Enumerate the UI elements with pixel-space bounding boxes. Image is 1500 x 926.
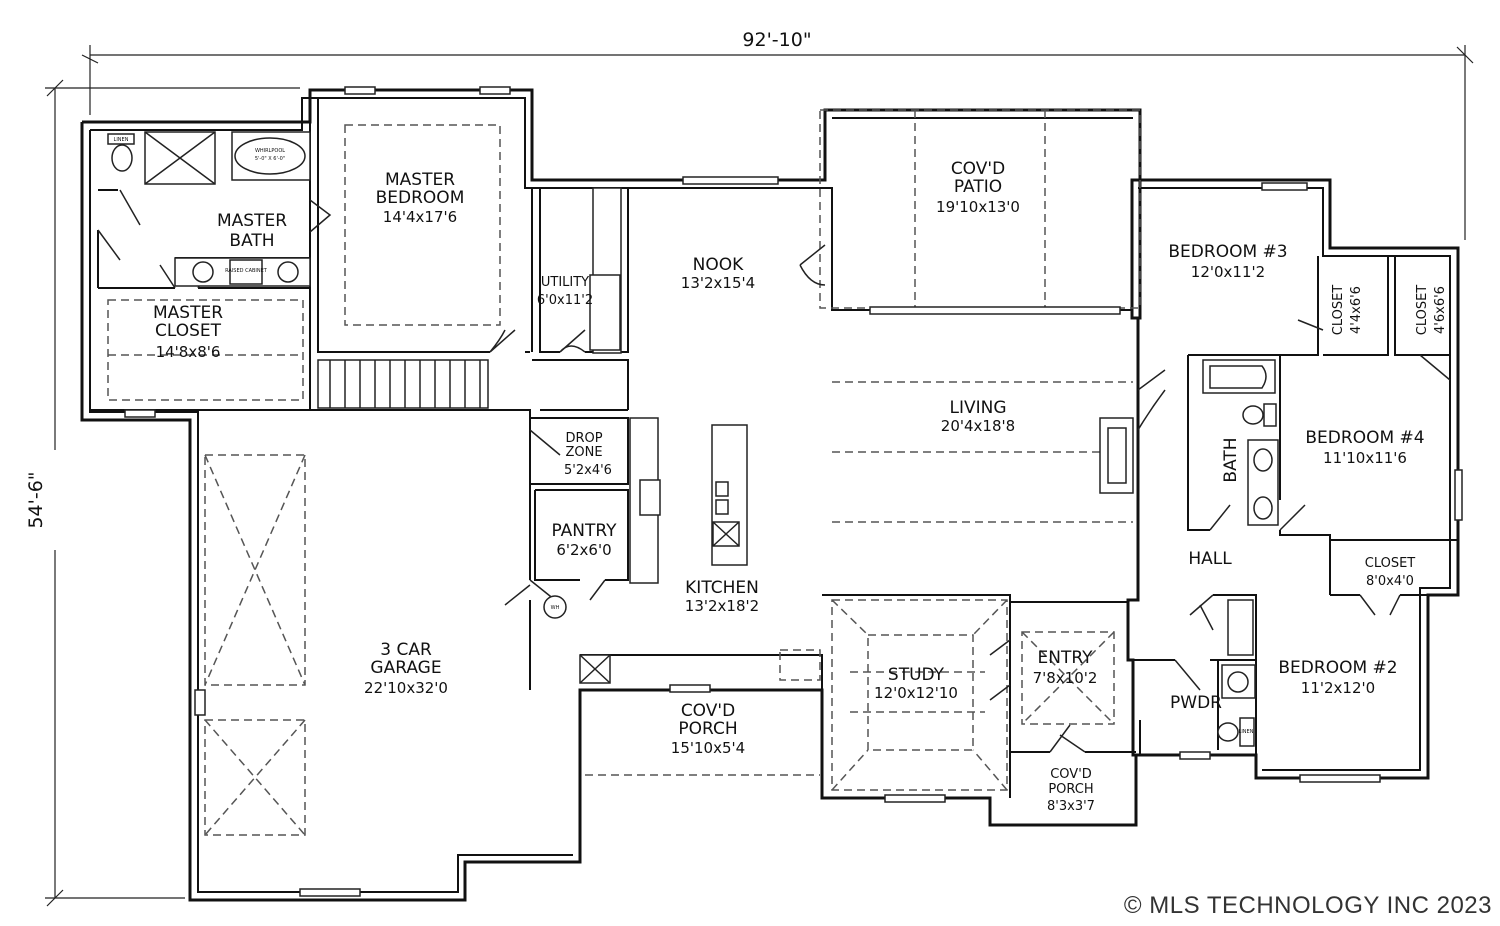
interior-walls (90, 98, 1458, 798)
room-size: 13'2x18'2 (685, 597, 759, 615)
room-size: 19'10x13'0 (936, 198, 1020, 216)
copyright-notice: © MLS TECHNOLOGY INC 2023 (1123, 892, 1492, 919)
room-name: ZONE (565, 445, 602, 460)
room-name: COV'D (1050, 767, 1092, 782)
room-size: 12'0x12'10 (874, 684, 958, 702)
room-name: NOOK (693, 255, 744, 275)
room-size: 8'0x4'0 (1366, 574, 1414, 589)
raised-cabinet-label: RAISED CABINET (225, 268, 268, 274)
room-size: 8'3x3'7 (1047, 799, 1095, 814)
room-name: MASTER (217, 211, 287, 231)
room-size: 14'8x8'6 (156, 343, 221, 361)
room-size: 4'6x6'6 (1433, 286, 1448, 334)
room-name: KITCHEN (685, 578, 759, 598)
room-name: BATH (1221, 437, 1241, 482)
whirlpool-size: 5'-0" X 6'-0" (255, 156, 285, 162)
overall-depth-dimension: 54'-6" (25, 471, 47, 528)
water-heater-label: WH (551, 605, 560, 611)
room-name: PANTRY (551, 521, 617, 541)
room-size: 14'4x17'6 (383, 208, 457, 226)
room-name: DROP (565, 431, 602, 446)
room-size: 20'4x18'8 (941, 417, 1015, 435)
linen-label-2: LINEN (1239, 729, 1254, 735)
room-size: 12'0x11'2 (1191, 263, 1265, 281)
room-size: 22'10x32'0 (364, 679, 448, 697)
room-labels: MASTER BEDROOM 14'4x17'6 MASTER BATH MAS… (153, 159, 1448, 814)
room-size: 7'8x10'2 (1033, 669, 1098, 687)
room-size: 4'4x6'6 (1349, 286, 1364, 334)
room-name: HALL (1188, 549, 1232, 569)
room-size: 6'0x11'2 (537, 293, 593, 308)
room-name: GARAGE (370, 658, 441, 678)
room-name: ENTRY (1038, 648, 1094, 668)
fixtures (107, 131, 1279, 747)
room-size: 15'10x5'4 (671, 739, 745, 757)
room-size: 11'2x12'0 (1301, 679, 1375, 697)
room-name: PORCH (1048, 782, 1093, 797)
room-name: BATH (229, 231, 274, 251)
door-swings (97, 189, 1451, 753)
room-name: STUDY (888, 665, 945, 685)
room-size: 5'2x4'6 (564, 463, 612, 478)
room-name: UTILITY (541, 275, 589, 290)
room-name: PWDR (1170, 693, 1222, 713)
room-name: CLOSET (155, 321, 222, 341)
room-size: 13'2x15'4 (681, 274, 755, 292)
whirlpool-label: WHIRLPOOL (255, 148, 285, 154)
room-name: CLOSET (1365, 556, 1416, 571)
room-name: CLOSET (1415, 285, 1430, 336)
room-size: 6'2x6'0 (556, 541, 611, 559)
room-name: BEDROOM (376, 188, 465, 208)
room-size: 11'10x11'6 (1323, 449, 1407, 467)
room-name: 3 CAR (380, 640, 432, 660)
room-name: MASTER (153, 303, 223, 323)
room-name: BEDROOM #2 (1278, 658, 1397, 678)
room-name: MASTER (385, 170, 455, 190)
linen-label: LINEN (114, 137, 129, 143)
overall-width-dimension: 92'-10" (742, 29, 811, 51)
room-name: CLOSET (1331, 285, 1346, 336)
room-name: BEDROOM #4 (1305, 428, 1424, 448)
room-name: COV'D (951, 159, 1005, 179)
room-name: PATIO (954, 177, 1002, 197)
windows (124, 86, 1463, 897)
room-name: PORCH (678, 719, 737, 739)
stairs (329, 360, 481, 408)
room-name: BEDROOM #3 (1168, 242, 1287, 262)
room-name: COV'D (681, 701, 735, 721)
room-name: LIVING (949, 398, 1006, 418)
